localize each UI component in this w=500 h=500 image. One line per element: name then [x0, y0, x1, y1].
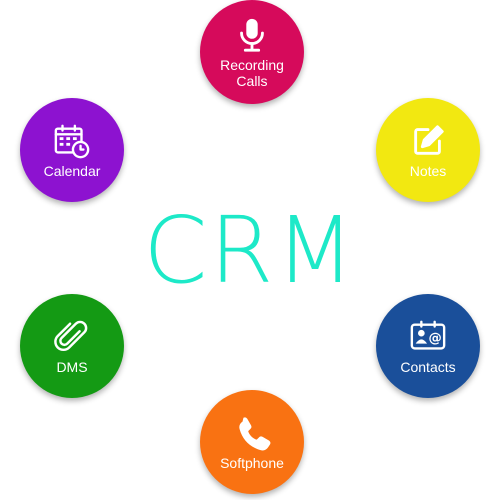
softphone-label: Softphone [220, 455, 284, 471]
contact-card-icon: @ [408, 317, 448, 357]
crm-title: CRM [143, 197, 357, 304]
svg-text:@: @ [428, 331, 441, 346]
phone-icon [232, 413, 272, 453]
paperclip-icon [52, 317, 92, 357]
calendar-node[interactable]: Calendar [20, 98, 124, 202]
calendar-label: Calendar [43, 163, 101, 179]
notes-label: Notes [409, 163, 447, 179]
notes-node[interactable]: Notes [376, 98, 480, 202]
softphone-node[interactable]: Softphone [200, 390, 304, 494]
edit-note-icon [408, 121, 448, 161]
microphone-icon [232, 15, 272, 55]
recording-calls-label: Recording Calls [220, 57, 284, 89]
contacts-node[interactable]: @ Contacts [376, 294, 480, 398]
contacts-label: Contacts [400, 359, 456, 375]
dms-node[interactable]: DMS [20, 294, 124, 398]
calendar-clock-icon [52, 121, 92, 161]
dms-label: DMS [56, 359, 88, 375]
recording-calls-node[interactable]: Recording Calls [200, 0, 304, 104]
